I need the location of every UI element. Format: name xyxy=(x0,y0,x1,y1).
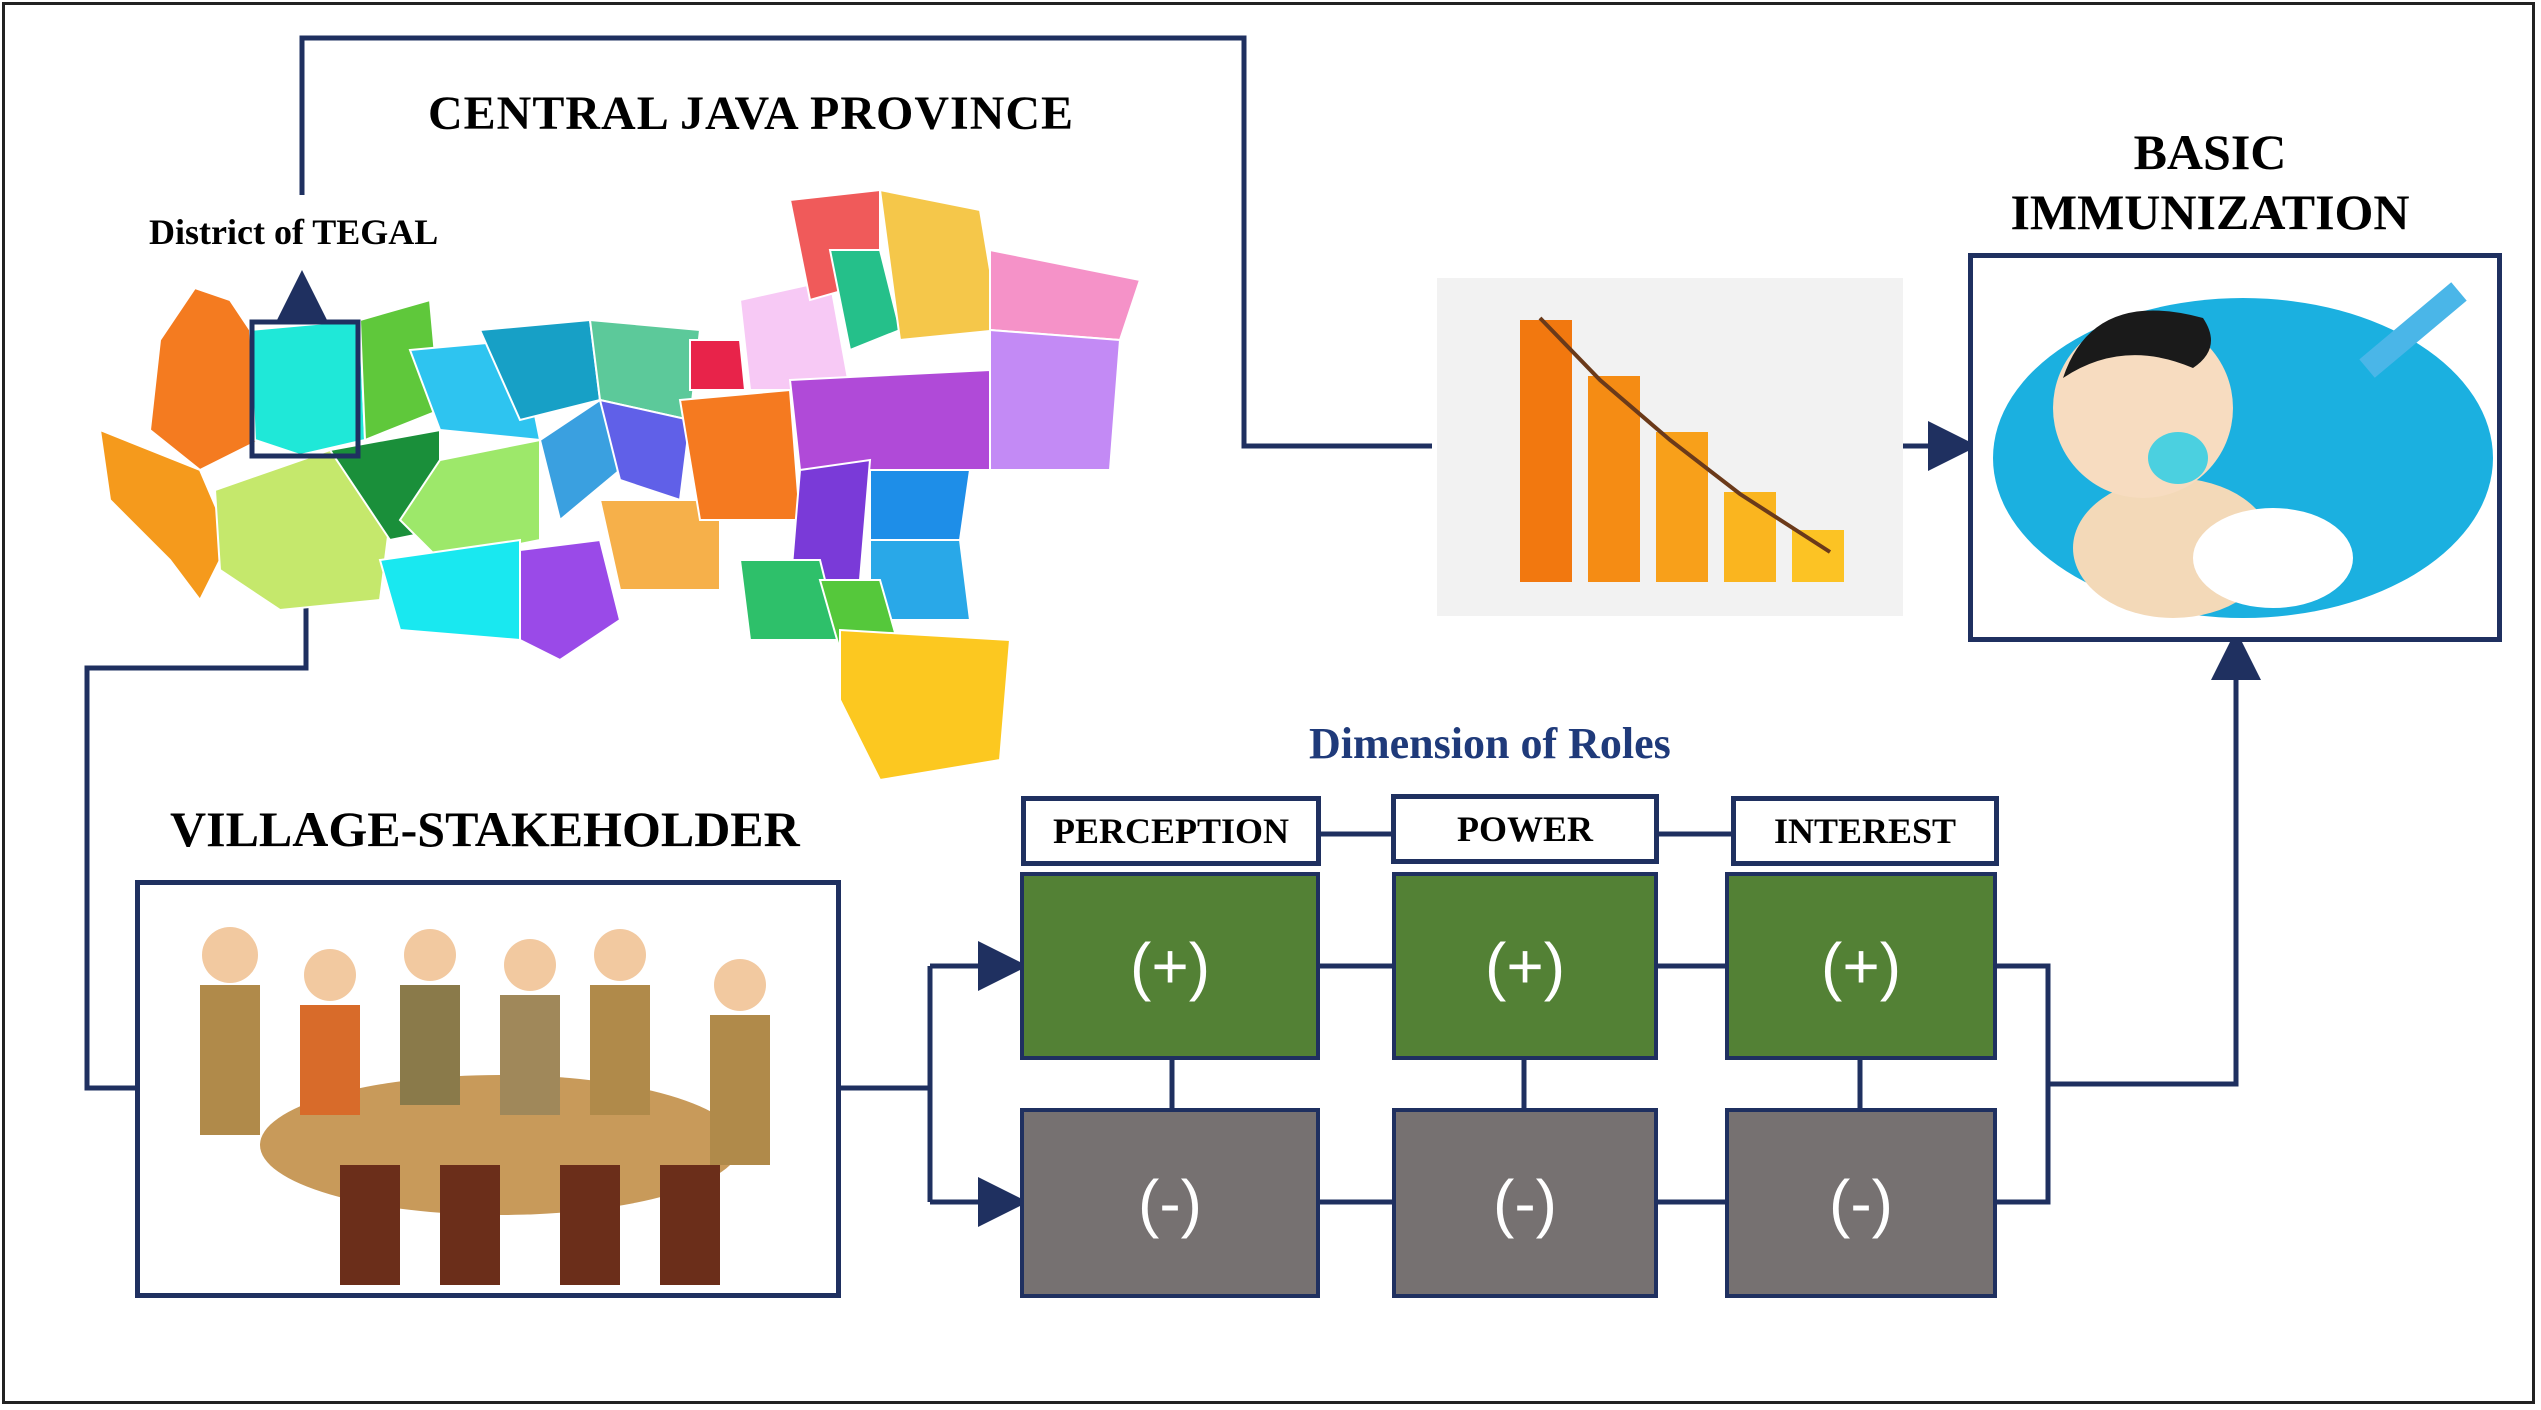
district-highlight xyxy=(249,319,361,459)
basic-immunization-title: BASIC IMMUNIZATION xyxy=(2010,124,2410,240)
stakeholder-meeting-icon xyxy=(200,927,770,1285)
interest-negative-box: (-) xyxy=(1725,1108,1997,1298)
dimension-label-interest: INTEREST xyxy=(1731,796,1999,866)
perception-positive-box: (+) xyxy=(1020,872,1320,1060)
dimension-label-power: POWER xyxy=(1391,794,1659,864)
dimension-of-roles-title: Dimension of Roles xyxy=(1309,719,1671,768)
baby-vaccine-icon xyxy=(1993,282,2493,618)
village-stakeholder-image xyxy=(135,880,841,1298)
connector-map-to-trend xyxy=(299,35,1432,449)
power-positive-box: (+) xyxy=(1392,872,1658,1060)
village-stakeholder-title: VILLAGE-STAKEHOLDER xyxy=(170,801,800,857)
basic-immunization-image xyxy=(1968,253,2502,642)
district-label: District of TEGAL xyxy=(149,212,439,252)
power-negative-box: (-) xyxy=(1392,1108,1658,1298)
province-title: CENTRAL JAVA PROVINCE xyxy=(428,87,1075,140)
perception-negative-box: (-) xyxy=(1020,1108,1320,1298)
dimension-label-perception: PERCEPTION xyxy=(1021,796,1321,866)
connector-roles-to-immunization xyxy=(2048,630,2261,1087)
interest-positive-box: (+) xyxy=(1725,872,1997,1060)
